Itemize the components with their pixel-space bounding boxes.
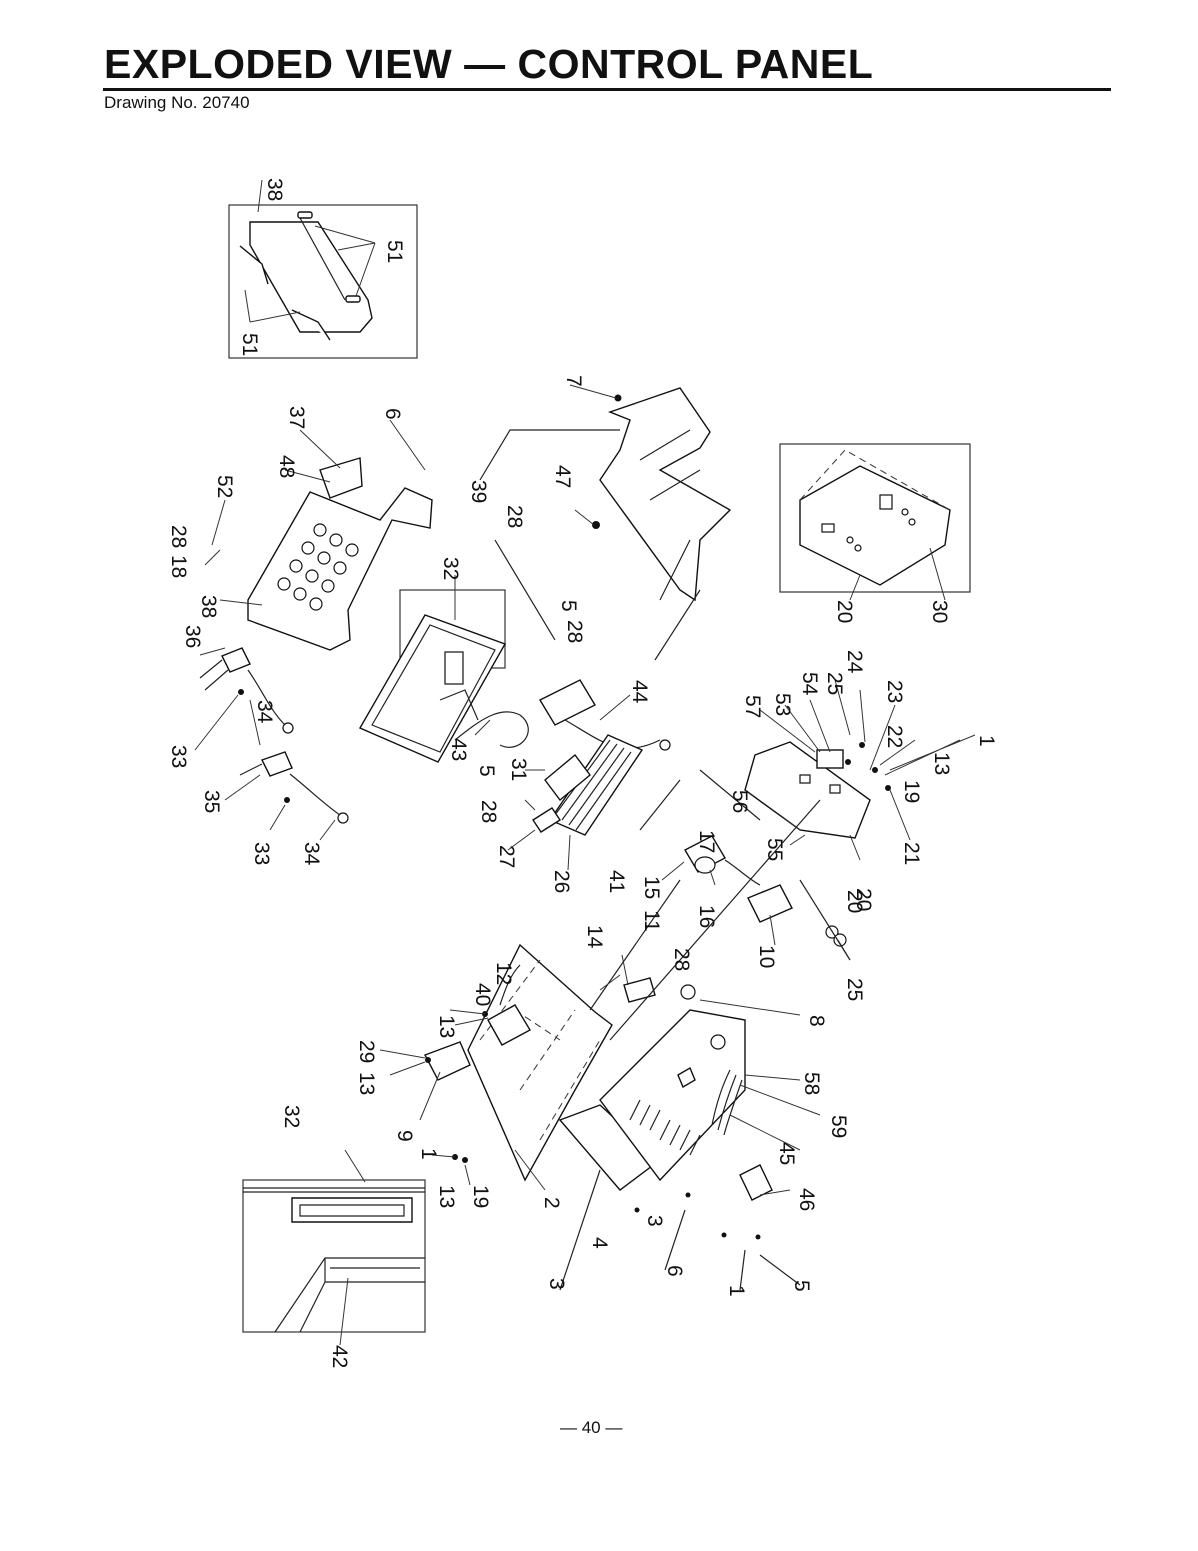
callout: 28 bbox=[563, 620, 586, 643]
callout: 12 bbox=[492, 962, 515, 985]
callout: 34 bbox=[300, 842, 323, 866]
callout: 59 bbox=[827, 1115, 850, 1138]
page-number: — 40 — bbox=[560, 1418, 622, 1438]
callout: 51 bbox=[383, 240, 406, 263]
callout: 47 bbox=[551, 465, 574, 488]
inset-rear-panel bbox=[780, 444, 970, 600]
callout: 33 bbox=[250, 842, 273, 865]
callout: 19 bbox=[900, 780, 923, 803]
callout: 13 bbox=[435, 1185, 458, 1208]
callout: 40 bbox=[471, 983, 494, 1006]
callout: 2 bbox=[540, 1197, 563, 1209]
callout: 42 bbox=[328, 1345, 351, 1368]
callout: 48 bbox=[275, 455, 298, 478]
front-panel-bracket bbox=[205, 420, 432, 650]
callout: 23 bbox=[883, 680, 906, 703]
callout: 1 bbox=[417, 1148, 440, 1160]
callout: 26 bbox=[550, 870, 573, 893]
callout: 13 bbox=[355, 1072, 378, 1095]
callout: 57 bbox=[741, 695, 764, 718]
callout: 28 bbox=[477, 800, 500, 823]
callout: 13 bbox=[930, 752, 953, 775]
callout: 24 bbox=[843, 650, 866, 674]
callout: 28 bbox=[167, 525, 190, 548]
callout: 10 bbox=[755, 945, 778, 968]
callout: 21 bbox=[900, 842, 923, 865]
callout: 28 bbox=[503, 505, 526, 528]
callout: 32 bbox=[280, 1105, 303, 1128]
callout: 54 bbox=[798, 672, 821, 696]
callout: 5 bbox=[475, 765, 498, 777]
callout: 5 bbox=[557, 600, 580, 612]
callout: 31 bbox=[507, 758, 530, 781]
callout: 20 bbox=[833, 600, 856, 623]
callout: 5 bbox=[790, 1280, 813, 1292]
callout: 15 bbox=[640, 876, 663, 899]
callout: 43 bbox=[447, 738, 470, 761]
callout: 53 bbox=[771, 693, 794, 716]
callout: 45 bbox=[775, 1142, 798, 1165]
callout: 6 bbox=[381, 408, 404, 420]
callout: 1 bbox=[975, 735, 998, 747]
callout: 3 bbox=[545, 1278, 568, 1290]
callout: 44 bbox=[628, 680, 651, 704]
callout: 55 bbox=[763, 838, 786, 861]
callout: 36 bbox=[181, 625, 204, 648]
callout: 14 bbox=[583, 925, 606, 949]
callout: 33 bbox=[167, 745, 190, 768]
callout: 46 bbox=[795, 1188, 818, 1211]
callout: 51 bbox=[238, 333, 261, 356]
callout: 41 bbox=[605, 870, 628, 893]
callout: 1 bbox=[725, 1285, 748, 1297]
callout: 28 bbox=[670, 948, 693, 971]
callout: 25 bbox=[843, 978, 866, 1001]
callout: 34 bbox=[253, 700, 276, 724]
callout: 56 bbox=[728, 790, 751, 813]
callout: 18 bbox=[167, 555, 190, 578]
inset-connector-detail bbox=[243, 1150, 425, 1345]
callout: 30 bbox=[928, 600, 951, 623]
callout: 58 bbox=[800, 1072, 823, 1095]
callout: 37 bbox=[285, 406, 308, 429]
display-board bbox=[360, 575, 670, 762]
callout: 6 bbox=[663, 1265, 686, 1277]
inset-front-panel-brackets bbox=[229, 180, 417, 358]
callout: 17 bbox=[695, 830, 718, 853]
callout: 25 bbox=[823, 672, 846, 695]
callout: 39 bbox=[467, 480, 490, 503]
callout: 38 bbox=[263, 178, 286, 201]
callout: 38 bbox=[197, 595, 220, 618]
callout: 13 bbox=[435, 1015, 458, 1038]
callout: 20 bbox=[843, 890, 866, 913]
callout: 52 bbox=[213, 475, 236, 498]
callout: 8 bbox=[805, 1015, 828, 1027]
callout: 32 bbox=[439, 557, 462, 580]
callout: 29 bbox=[355, 1040, 378, 1063]
heat-sink bbox=[508, 735, 642, 870]
callout: 16 bbox=[695, 905, 718, 928]
callout: 35 bbox=[200, 790, 223, 813]
callout: 7 bbox=[562, 375, 585, 387]
callout: 27 bbox=[495, 845, 518, 868]
callout: 9 bbox=[393, 1130, 416, 1142]
callout: 11 bbox=[640, 910, 663, 932]
callout: 19 bbox=[469, 1185, 492, 1208]
callout: 4 bbox=[588, 1237, 611, 1249]
callout: 22 bbox=[883, 725, 906, 748]
callout: 3 bbox=[643, 1215, 666, 1227]
